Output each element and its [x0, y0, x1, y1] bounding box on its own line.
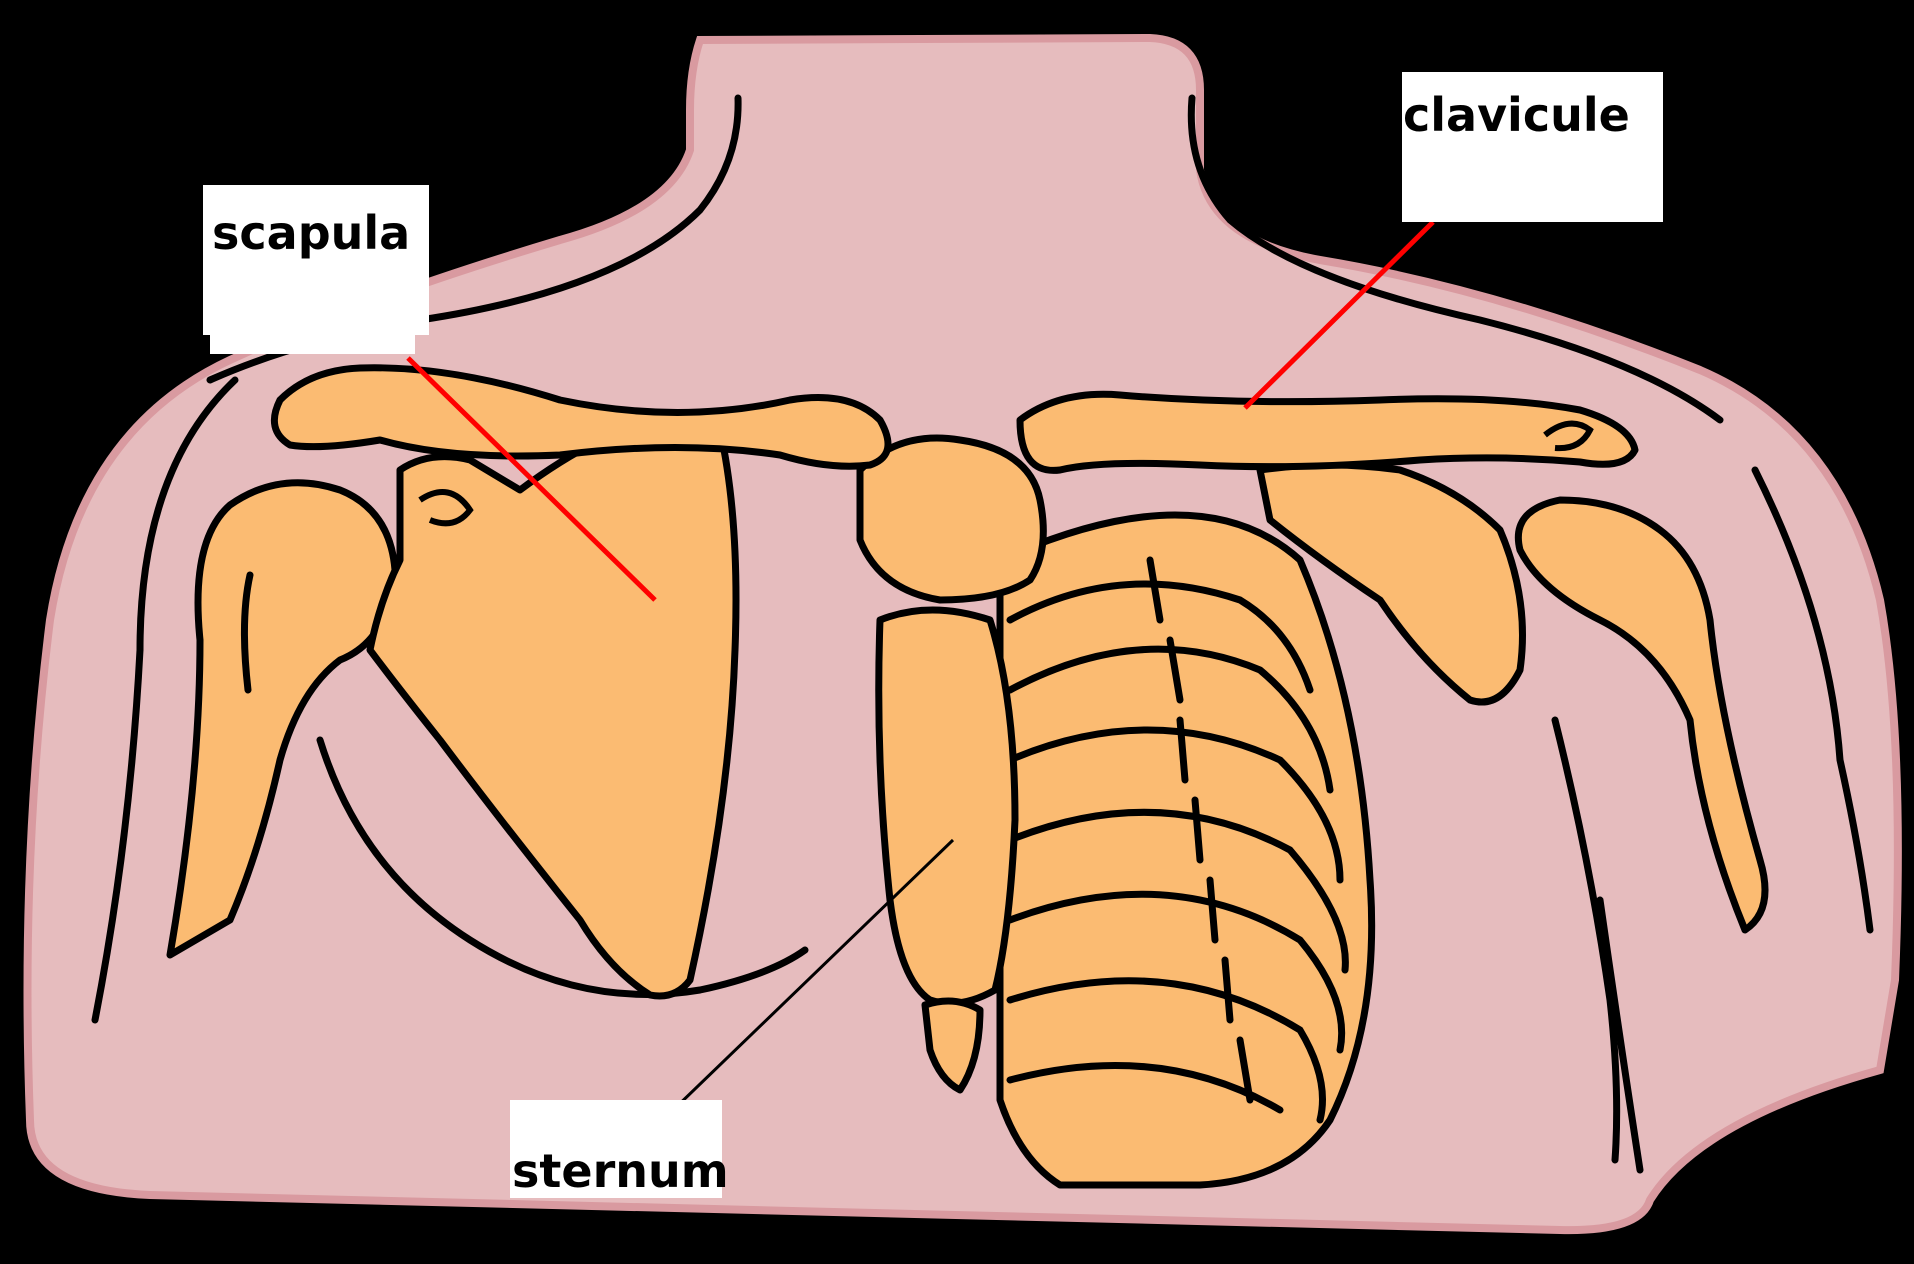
sternum-manubrium: [860, 438, 1043, 600]
rib-cage: [1000, 515, 1372, 1185]
sternum-body: [879, 610, 1015, 1003]
scapula-label-box-tab: [210, 330, 415, 354]
clavicule-label: clavicule: [1403, 92, 1630, 138]
right-clavicle: [1020, 394, 1635, 470]
scapula-label: scapula: [212, 210, 410, 256]
sternum-label: sternum: [512, 1148, 729, 1194]
